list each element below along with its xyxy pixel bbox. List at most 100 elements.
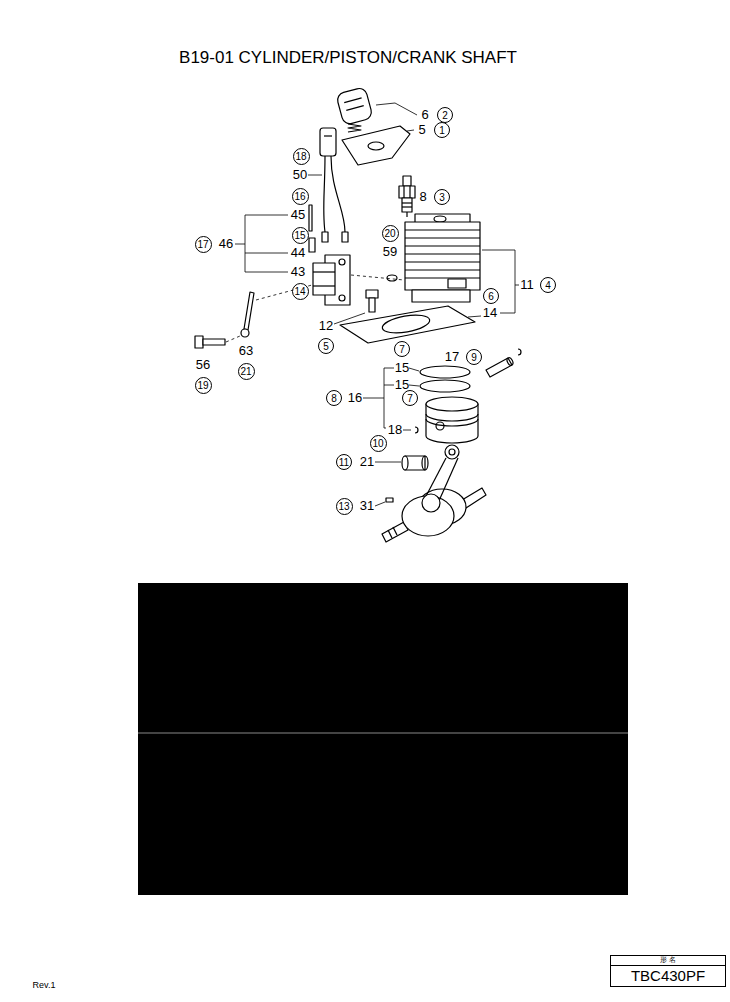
part-number: 43 bbox=[291, 265, 305, 279]
header-text: 形 名 bbox=[611, 956, 725, 966]
callout-number: 10 bbox=[372, 438, 383, 449]
callout-number: 20 bbox=[384, 228, 395, 239]
callout-circle: 7 bbox=[402, 390, 418, 406]
part-number: 45 bbox=[291, 208, 305, 222]
washer bbox=[387, 275, 397, 281]
part-number: 63 bbox=[239, 344, 253, 358]
callout-circle: 8 bbox=[326, 390, 342, 406]
callout-circle: 14 bbox=[292, 283, 309, 300]
ignition-coil bbox=[313, 255, 350, 305]
callout-circle: 7 bbox=[394, 341, 410, 357]
revision-note: Rev.1 bbox=[33, 978, 56, 992]
callout-circle: 21 bbox=[238, 363, 255, 380]
callout-number: 7 bbox=[407, 393, 413, 404]
callout-number: 8 bbox=[331, 393, 337, 404]
callout-circle: 5 bbox=[318, 338, 334, 354]
part-number: 44 bbox=[291, 246, 305, 260]
part-number: 6 bbox=[421, 108, 428, 122]
bracket bbox=[363, 368, 394, 428]
callout-circle: 9 bbox=[466, 349, 482, 365]
leader-line bbox=[376, 103, 417, 115]
part-number: 17 bbox=[445, 350, 459, 364]
plate-hole bbox=[368, 142, 384, 150]
callout-number: 18 bbox=[295, 151, 306, 162]
piston-ring bbox=[420, 366, 470, 378]
part-number: 56 bbox=[196, 358, 210, 372]
callout-circle: 1 bbox=[434, 122, 450, 138]
plug-cap bbox=[336, 87, 373, 126]
callout-number: 2 bbox=[442, 110, 448, 121]
callout-number: 13 bbox=[338, 501, 349, 512]
needle-bearing bbox=[402, 456, 428, 470]
bracket bbox=[235, 215, 288, 272]
callout-circle: 19 bbox=[195, 377, 212, 394]
part-number: 16 bbox=[348, 391, 362, 405]
callout-number: 19 bbox=[197, 380, 208, 391]
callout-circle: 4 bbox=[540, 277, 556, 293]
part-number: 21 bbox=[360, 455, 374, 469]
spacer bbox=[309, 238, 315, 252]
pin bbox=[309, 205, 312, 231]
page-title: B19-01 CYLINDER/PISTON/CRANK SHAFT bbox=[179, 48, 517, 68]
callout-number: 7 bbox=[399, 344, 405, 355]
part-number: 14 bbox=[483, 306, 497, 320]
piston-pin bbox=[486, 358, 512, 377]
callout-circle: 6 bbox=[483, 288, 499, 304]
callout-circle: 20 bbox=[382, 225, 399, 242]
part-number: 46 bbox=[219, 237, 233, 251]
ground-strip bbox=[244, 292, 254, 330]
callout-number: 16 bbox=[294, 191, 305, 202]
callout-number: 4 bbox=[545, 280, 551, 291]
part-number: 11 bbox=[520, 278, 534, 292]
piston-ring bbox=[420, 380, 470, 392]
callout-number: 6 bbox=[488, 291, 494, 302]
callout-circle: 15 bbox=[292, 227, 309, 244]
part-number: 31 bbox=[360, 499, 374, 513]
gasket-hole bbox=[381, 312, 431, 336]
callout-number: 9 bbox=[471, 352, 477, 363]
model-box: 形 名TBC430PF bbox=[610, 955, 726, 987]
callout-circle: 11 bbox=[336, 454, 352, 470]
plate bbox=[342, 126, 410, 165]
cylinder bbox=[405, 214, 480, 302]
callout-number: 11 bbox=[339, 457, 349, 468]
bracket bbox=[482, 250, 519, 313]
gasket bbox=[340, 306, 475, 343]
bolt bbox=[366, 290, 378, 298]
callout-number: 21 bbox=[240, 366, 251, 377]
part-number: 15 bbox=[395, 378, 409, 392]
circlip bbox=[415, 427, 418, 433]
crankshaft bbox=[382, 445, 486, 542]
callout-number: 15 bbox=[294, 230, 305, 241]
part-number: 12 bbox=[319, 319, 333, 333]
bolt bbox=[195, 336, 203, 348]
callout-number: 1 bbox=[439, 125, 445, 136]
model-name: TBC430PF bbox=[611, 966, 725, 986]
key bbox=[386, 498, 393, 502]
callout-circle: 18 bbox=[293, 148, 310, 165]
callout-number: 14 bbox=[294, 286, 305, 297]
spring bbox=[348, 124, 361, 132]
table-rule bbox=[138, 733, 628, 734]
part-number: 50 bbox=[293, 168, 307, 182]
circlip bbox=[518, 349, 521, 355]
spark-plug bbox=[399, 176, 415, 217]
callout-circle: 13 bbox=[336, 498, 353, 515]
part-number: 15 bbox=[395, 361, 409, 375]
callout-number: 3 bbox=[439, 192, 445, 203]
callout-circle: 10 bbox=[370, 435, 387, 452]
callout-circle: 2 bbox=[437, 107, 453, 123]
lead-wire bbox=[320, 128, 348, 242]
callout-number: 17 bbox=[197, 239, 208, 250]
part-number: 5 bbox=[418, 123, 425, 137]
blacked-out-table bbox=[138, 583, 628, 895]
part-number: 18 bbox=[388, 423, 402, 437]
piston bbox=[426, 397, 478, 443]
callout-number: 5 bbox=[323, 341, 329, 352]
callout-circle: 16 bbox=[292, 188, 309, 205]
callout-circle: 17 bbox=[195, 236, 212, 253]
callout-circle: 3 bbox=[434, 189, 450, 205]
part-number: 8 bbox=[419, 190, 426, 204]
part-number: 59 bbox=[383, 245, 397, 259]
